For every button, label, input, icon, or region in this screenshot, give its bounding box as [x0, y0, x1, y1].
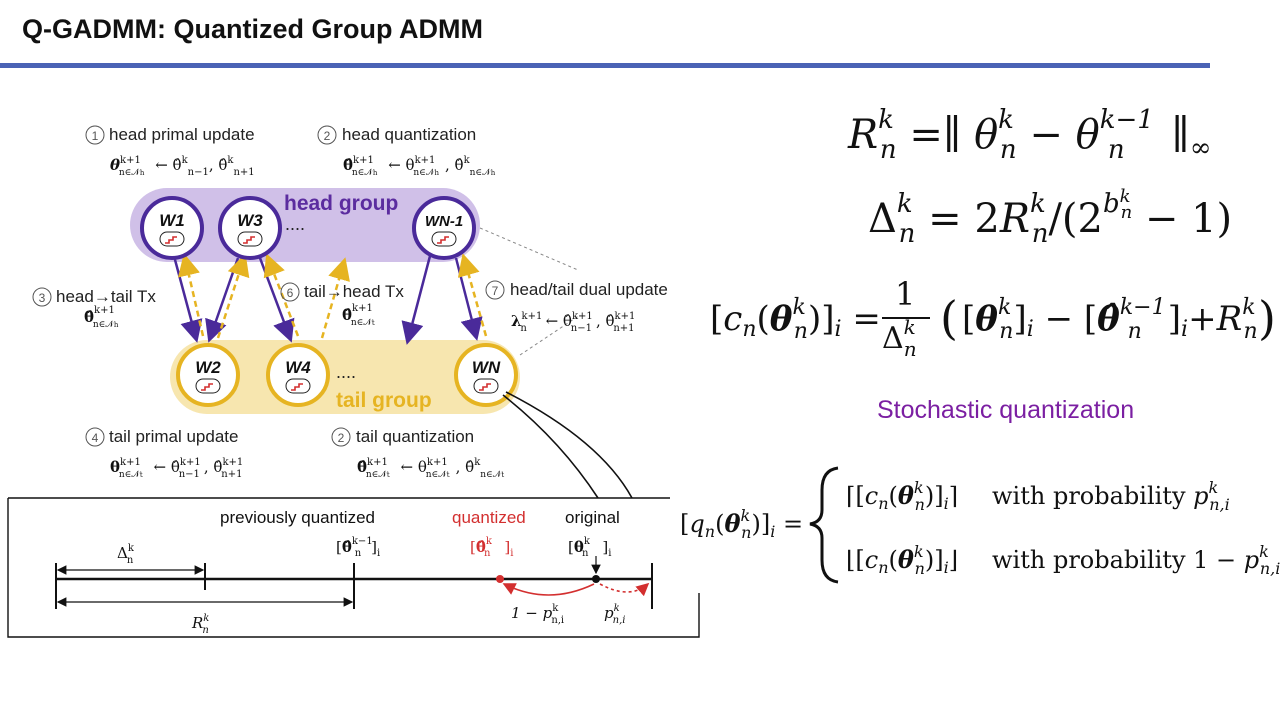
- arrow-w1-w2: [172, 255, 203, 343]
- svg-text:W1: W1: [159, 211, 185, 230]
- svg-text:3: 3: [39, 291, 46, 305]
- svg-text:1: 1: [895, 275, 915, 313]
- svg-text:[θkn]i: [θkn]i: [568, 536, 611, 559]
- svg-text:Δkn: Δkn: [882, 315, 917, 361]
- worker-w2: W2: [176, 343, 240, 407]
- svg-text:pkn,i: pkn,i: [604, 603, 626, 626]
- svg-text:[qn(θkn)]i =: [qn(θkn)]i =: [680, 506, 803, 542]
- step-1-label: head primal update: [109, 125, 255, 144]
- head-ellipsis: ....: [285, 214, 305, 234]
- svg-text:1: 1: [92, 129, 99, 143]
- svg-text:[θ̂k−1n]i: [θ̂k−1n]i: [336, 536, 380, 559]
- svg-text:2: 2: [324, 129, 331, 143]
- worker-wn-1: WN-1: [412, 196, 476, 260]
- svg-text:λk+1n ← θ̂k+1n−1, θ̂k+1n+1: λk+1n ← θ̂k+1n−1, θ̂k+1n+1: [511, 311, 635, 334]
- svg-text:7: 7: [492, 284, 499, 298]
- svg-text:Rkn: Rkn: [191, 613, 209, 636]
- svg-text:1 − pkn,i: 1 − pkn,i: [511, 603, 564, 626]
- svg-text:W2: W2: [195, 358, 221, 377]
- original-point: [592, 575, 600, 583]
- slide-title: Q-GADMM: Quantized Group ADMM: [22, 14, 483, 44]
- arrow-w3-w4: [258, 257, 295, 343]
- svg-text:θ̂k+1n∈𝒩h: θ̂k+1n∈𝒩h: [84, 305, 119, 330]
- svg-text:θ̂k+1n∈𝒩t: θ̂k+1n∈𝒩t: [342, 303, 375, 328]
- svg-text:Δkn: Δkn: [117, 543, 135, 566]
- svg-text:): ): [1258, 291, 1276, 345]
- arrow-w3-w2: [205, 257, 240, 343]
- head-group-label: head group: [284, 192, 398, 215]
- svg-text:2: 2: [338, 431, 345, 445]
- worker-w4: W4: [266, 343, 330, 407]
- svg-text:W3: W3: [237, 211, 263, 230]
- quantized-point: [496, 575, 504, 583]
- svg-text:with probability pkn,i: with probability pkn,i: [992, 478, 1230, 514]
- step-2a-label: head quantization: [342, 125, 476, 144]
- svg-text:Rkn =∥ θkn − θk−1n ∥∞: Rkn =∥ θkn − θk−1n ∥∞: [847, 105, 1211, 165]
- svg-text:θ̂k+1n∈𝒩h ← θk+1n∈𝒩h, θ̂kn∈�: θ̂k+1n∈𝒩h ← θk+1n∈𝒩h, θ̂kn∈𝒩h: [343, 155, 496, 178]
- svg-text:with probability 1 − pkn,i: with probability 1 − pkn,i: [992, 542, 1280, 578]
- arrow-wn-wn1-dash: [457, 253, 488, 337]
- label-previously-quantized: previously quantized: [220, 508, 375, 527]
- svg-text:[cn(θkn)]i =: [cn(θkn)]i =: [710, 295, 881, 344]
- arrow-wn1-down: [401, 255, 432, 345]
- step-3-label: head→tail Tx: [56, 287, 156, 306]
- svg-text:θ̂k+1n∈𝒩t ← θk+1n∈𝒩t, θ̂kn∈�: θ̂k+1n∈𝒩t ← θk+1n∈𝒩t, θ̂kn∈𝒩t: [357, 457, 504, 480]
- tail-ellipsis: ....: [336, 362, 356, 382]
- label-original: original: [565, 508, 620, 527]
- arrow-w2-w3-dash: [216, 253, 250, 339]
- tail-group-band: [170, 340, 520, 414]
- svg-text:WN-1: WN-1: [425, 213, 463, 230]
- stochastic-quantization-label: Stochastic quantization: [877, 396, 1135, 424]
- svg-text:4: 4: [92, 431, 99, 445]
- svg-text:W4: W4: [285, 358, 311, 377]
- svg-text:WN: WN: [472, 358, 501, 377]
- head-group-band: [130, 188, 480, 262]
- arrow-w4-up-dash: [320, 257, 350, 339]
- number-line-box: [7, 497, 700, 638]
- svg-text:θk+1n∈𝒩h ← θ̂kn−1, θ̂kn+1: θk+1n∈𝒩h ← θ̂kn−1, θ̂kn+1: [110, 155, 255, 178]
- worker-w3: W3: [218, 196, 282, 260]
- title-divider: [0, 63, 1210, 68]
- worker-w1: W1: [140, 196, 204, 260]
- svg-text:⌈[cn(θkn)]i⌉: ⌈[cn(θkn)]i⌉: [846, 478, 958, 514]
- svg-text:[θ̂kn]i: [θ̂kn]i: [470, 536, 513, 559]
- svg-text:[θkn]i − [θ̂k−1n]i+Rkn: [θkn]i − [θ̂k−1n]i+Rkn: [962, 295, 1258, 344]
- tail-group-label: tail group: [336, 389, 432, 412]
- svg-text:θk+1n∈𝒩t ← θ̂k+1n−1, θ̂k+1n+1: θk+1n∈𝒩t ← θ̂k+1n−1, θ̂k+1n+1: [110, 457, 243, 480]
- svg-text:⌊[cn(θkn)]i⌋: ⌊[cn(θkn)]i⌋: [846, 542, 958, 578]
- worker-wn: WN: [454, 343, 518, 407]
- step-7-label: head/tail dual update: [510, 280, 668, 299]
- arrow-w2-w1-dash: [177, 253, 205, 337]
- step-2b-label: tail quantization: [356, 427, 474, 446]
- step-6-label: tail→head Tx: [304, 282, 404, 301]
- svg-text:(: (: [940, 291, 958, 345]
- svg-text:6: 6: [287, 286, 294, 300]
- label-quantized: quantized: [452, 508, 526, 527]
- step-4-label: tail primal update: [109, 427, 238, 446]
- arrow-wn1-wn: [454, 257, 483, 341]
